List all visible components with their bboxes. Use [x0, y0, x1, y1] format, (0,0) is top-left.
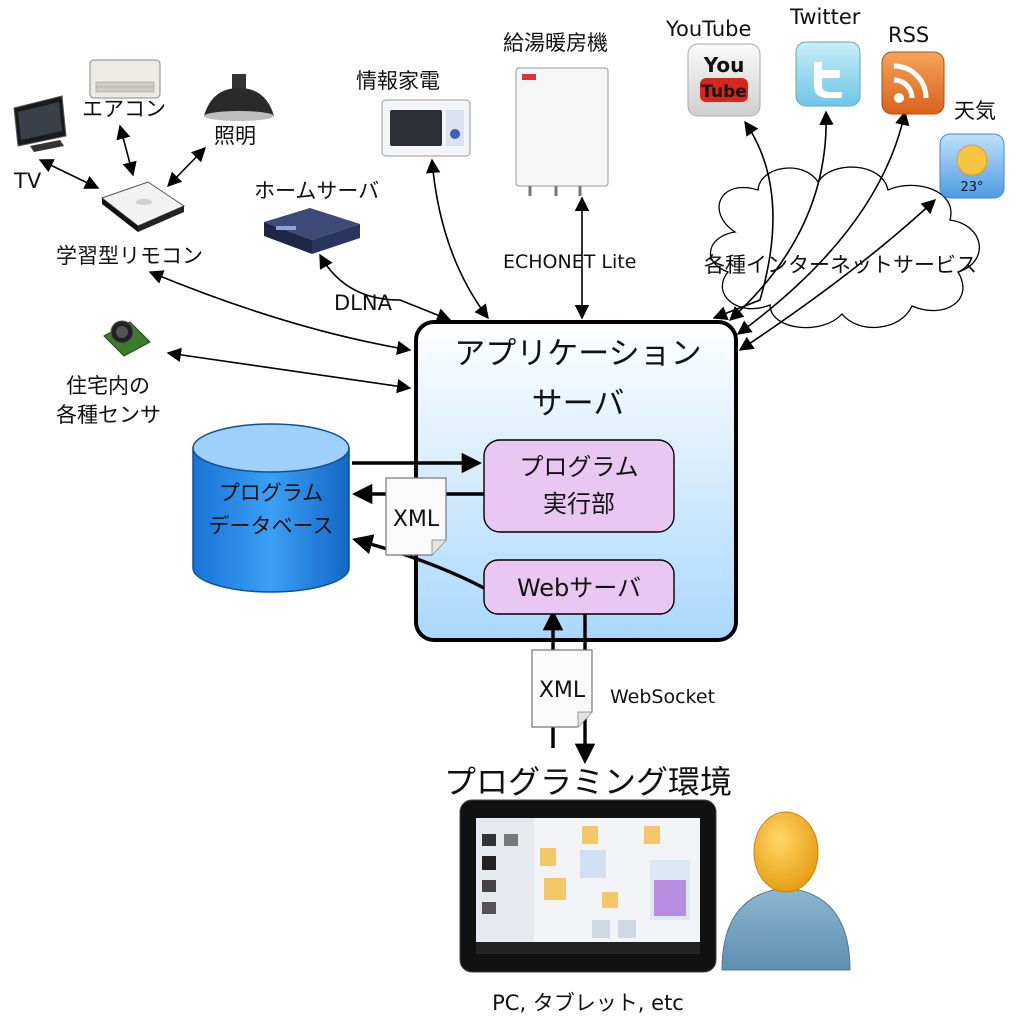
info-appliance-icon — [381, 99, 471, 157]
tv-icon — [13, 95, 67, 152]
youtube-icon-text-top: You — [703, 53, 745, 77]
home-server-icon — [264, 208, 360, 254]
water-heater-label: 給湯暖房機 — [503, 31, 608, 55]
twitter-label: Twitter — [789, 5, 861, 29]
youtube-icon: You Tube — [687, 43, 761, 117]
dlna-label: DLNA — [334, 291, 393, 315]
sensors-label-line2: 各種センサ — [56, 403, 161, 427]
programming-env-title: プログラミング環境 — [444, 763, 732, 801]
twitter-icon — [795, 41, 861, 107]
programming-env-caption: PC, タブレット, etc — [492, 991, 684, 1015]
internet-services-label: 各種インターネットサービス — [704, 253, 977, 277]
air-conditioner-icon — [89, 59, 161, 99]
weather-temp: 23° — [960, 180, 983, 195]
app-server-title-line2: サーバ — [532, 386, 625, 422]
database-label-line2: データベース — [209, 514, 334, 538]
ceiling-light-icon — [204, 74, 274, 121]
app-server-title-line1: アプリケーション — [454, 336, 701, 372]
websocket-label: WebSocket — [610, 686, 715, 708]
tv-label: TV — [13, 169, 42, 193]
echonet-label: ECHONET Lite — [503, 251, 636, 273]
home-server-label: ホームサーバ — [254, 179, 379, 203]
youtube-label: YouTube — [665, 17, 751, 41]
aircon-label: エアコン — [82, 97, 166, 121]
program-exec-line1: プログラム — [519, 453, 638, 481]
xml-label-web: XML — [539, 678, 586, 703]
program-database: プログラム データベース — [192, 423, 350, 593]
sensors-label-line1: 住宅内の — [66, 374, 150, 398]
program-exec-line2: 実行部 — [543, 490, 615, 518]
info-appliance-label: 情報家電 — [356, 69, 440, 93]
web-server-label: Webサーバ — [517, 574, 641, 602]
weather-icon: 23° — [939, 133, 1005, 199]
xml-document-icon: XML — [531, 649, 593, 728]
user-person-icon — [721, 811, 851, 971]
tablet-icon — [459, 799, 717, 973]
youtube-icon-text-bottom: Tube — [701, 82, 747, 102]
rss-label: RSS — [888, 23, 929, 47]
sensor-icon — [103, 320, 151, 357]
rss-icon — [881, 51, 945, 115]
connection-arrows — [38, 110, 937, 394]
lighting-label: 照明 — [214, 124, 256, 148]
xml-label-db: XML — [393, 507, 440, 532]
web-server-module: Webサーバ — [483, 559, 675, 615]
remote-label: 学習型リモコン — [56, 244, 203, 268]
weather-label: 天気 — [954, 99, 996, 123]
program-execution-module: プログラム 実行部 — [483, 439, 675, 533]
database-label-line1: プログラム — [219, 481, 323, 505]
water-heater-icon — [515, 67, 609, 196]
xml-document-icon: XML — [385, 477, 447, 556]
learning-remote-icon — [100, 181, 186, 232]
